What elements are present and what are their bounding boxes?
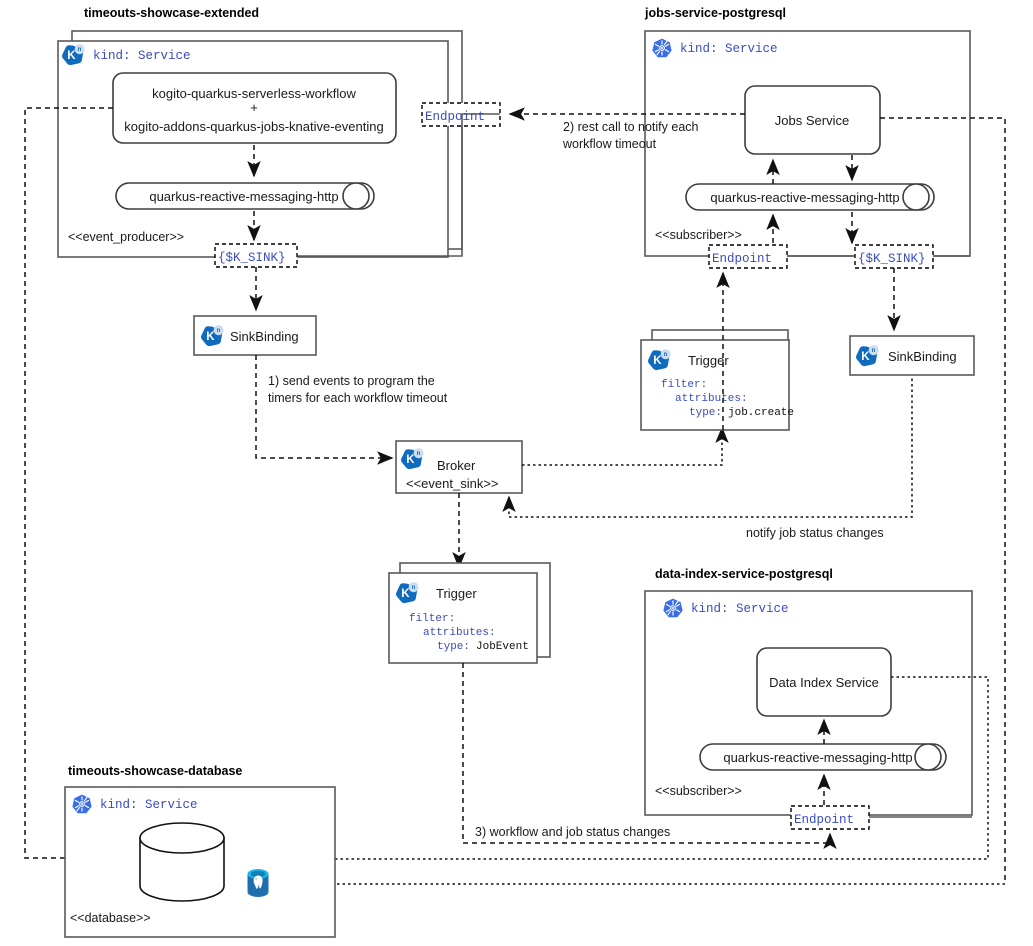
workflow-addon-line1: kogito-quarkus-serverless-workflow: [152, 86, 356, 101]
trigger-jobevent-yaml-2-key: type:: [437, 641, 470, 653]
jobs-ksink-label: {$K_SINK}: [858, 252, 926, 266]
database-cylinder-body: [139, 837, 225, 902]
jobs-endpoint-label: Endpoint: [712, 252, 772, 266]
jobs-service-box: [744, 85, 881, 155]
annotation-step3: 3) workflow and job status changes: [475, 825, 670, 839]
edge-trigger-jobevent-to-dataindex: [462, 663, 837, 849]
database-kind-label: kind: Service: [100, 798, 198, 812]
dataindex-messaging-pill: [699, 743, 947, 771]
trigger-jobevent-label: Trigger: [436, 586, 477, 601]
annotation-step1-line2: timers for each workflow timeout: [268, 391, 448, 405]
jobs-messaging-pill: [685, 183, 935, 211]
postgresql-icon: [247, 868, 269, 898]
jobs-group-title: jobs-service-postgresql: [644, 6, 786, 20]
sinkbinding-right-label: SinkBinding: [888, 349, 957, 364]
edge-sinkbinding-to-broker: [255, 355, 394, 465]
trigger-jobcreate-label: Trigger: [688, 353, 729, 368]
workflow-stereotype: <<event_producer>>: [68, 230, 184, 244]
broker-label: Broker: [437, 458, 476, 473]
jobs-service-label: Jobs Service: [775, 113, 849, 128]
dataindex-endpoint-box: [790, 805, 870, 830]
trigger-jobevent-yaml-1-key: attributes:: [423, 627, 496, 639]
workflow-kind-label: kind: Service: [93, 49, 191, 63]
dataindex-service-label: Data Index Service: [769, 675, 879, 690]
workflow-messaging-label: quarkus-reactive-messaging-http: [149, 189, 338, 204]
trigger-jobevent-yaml-2-value: JobEvent: [476, 641, 529, 653]
jobs-kind-label: kind: Service: [680, 42, 778, 56]
edge-sinkbinding-right-to-broker: [502, 373, 913, 518]
workflow-ksink-label: {$K_SINK}: [218, 251, 286, 265]
dataindex-stereotype: <<subscriber>>: [655, 784, 742, 798]
annotation-step1-line1: 1) send events to program the: [268, 374, 435, 388]
trigger-jobcreate-yaml-2-key: type:: [689, 407, 722, 419]
dataindex-group-title: data-index-service-postgresql: [655, 567, 833, 581]
annotation-step2-line1: 2) rest call to notify each: [563, 120, 699, 134]
jobs-messaging-label: quarkus-reactive-messaging-http: [710, 190, 899, 205]
workflow-addon-line2: kogito-addons-quarkus-jobs-knative-event…: [124, 119, 383, 134]
workflow-group-title: timeouts-showcase-extended: [84, 6, 259, 20]
dataindex-messaging-label: quarkus-reactive-messaging-http: [723, 750, 912, 765]
database-group-title: timeouts-showcase-database: [68, 764, 242, 778]
workflow-messaging-socket: [342, 182, 370, 210]
edge-ksink-group-endpoint: [297, 113, 500, 257]
sinkbinding-left-label: SinkBinding: [230, 329, 299, 344]
jobs-messaging-socket: [902, 183, 930, 211]
annotation-notify: notify job status changes: [746, 526, 884, 540]
dataindex-endpoint-label: Endpoint: [794, 813, 854, 827]
broker-stereotype: <<event_sink>>: [406, 476, 499, 491]
workflow-endpoint-label: Endpoint: [425, 110, 485, 124]
dataindex-messaging-socket: [914, 743, 942, 771]
trigger-jobevent-yaml-0-key: filter:: [409, 613, 455, 625]
database-cylinder-top: [139, 822, 225, 854]
dataindex-service-box: [756, 647, 892, 717]
workflow-addon-plus: +: [250, 100, 258, 115]
trigger-jobcreate-yaml-2-value: job.create: [728, 407, 794, 419]
workflow-endpoint-box: [421, 102, 501, 127]
jobs-endpoint-box: [708, 244, 788, 269]
database-stereotype: <<database>>: [70, 911, 151, 925]
trigger-jobcreate-box[interactable]: [640, 339, 790, 431]
trigger-jobcreate-yaml-0-key: filter:: [661, 379, 707, 391]
edge-broker-to-trigger-jobcreate: [522, 426, 729, 466]
trigger-jobcreate-yaml-1-key: attributes:: [675, 393, 748, 405]
edge-dataindex-to-database: [275, 676, 989, 866]
workflow-messaging-pill: [115, 182, 375, 210]
jobs-stereotype: <<subscriber>>: [655, 228, 742, 242]
annotation-step2-line2: workflow timeout: [562, 137, 657, 151]
dataindex-kind-label: kind: Service: [691, 602, 789, 616]
